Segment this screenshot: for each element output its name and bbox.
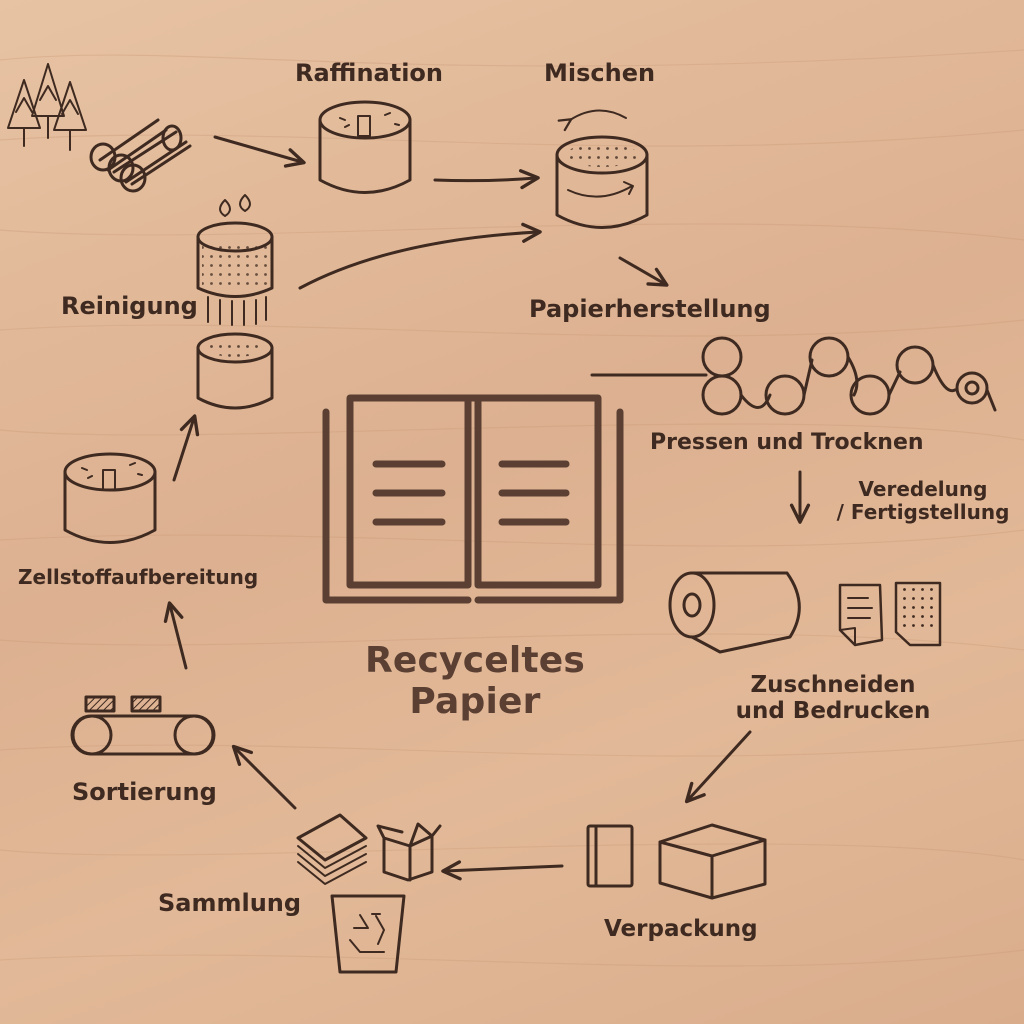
label-sammlung: Sammlung: [158, 889, 302, 917]
pulp-vat-icon: [196, 332, 274, 410]
logs-icon: [89, 118, 192, 193]
label-zellstoffaufbereitung: Zellstoffaufbereitung: [18, 565, 259, 589]
refining-vat-icon: [318, 100, 412, 194]
rollers-icon: [590, 336, 997, 416]
paper-roll-icon: [668, 571, 801, 654]
printed-sheets-icon: [838, 581, 942, 647]
label-sortierung: Sortierung: [72, 778, 217, 806]
cleaning-vat-icon: [196, 194, 274, 326]
pulp-vat-icon: [63, 452, 157, 544]
label-veredelung-line1: Veredelung: [858, 477, 988, 501]
label-zuschneiden-line2: und Bedrucken: [735, 698, 931, 725]
mixing-vat-icon: [555, 109, 649, 229]
box-icon: [658, 823, 767, 900]
flow-arrows: [163, 135, 811, 881]
trees-icon: [7, 63, 87, 151]
label-reinigung: Reinigung: [61, 292, 198, 320]
label-veredelung: Veredelung / Fertigstellung: [830, 478, 1016, 524]
label-zuschneiden: Zuschneiden und Bedrucken: [720, 672, 946, 725]
label-zuschneiden-line1: Zuschneiden: [750, 672, 916, 698]
paper-stack-icon: [296, 813, 368, 885]
label-verpackung: Verpackung: [604, 916, 758, 942]
label-veredelung-line2: / Fertigstellung: [836, 500, 1010, 524]
label-raffination: Raffination: [295, 59, 443, 87]
label-mischen: Mischen: [544, 59, 656, 87]
label-papierherstellung: Papierherstellung: [529, 295, 771, 323]
book-icon: [586, 824, 634, 888]
recycle-bin-icon: [330, 894, 406, 974]
label-pressen-trocknen: Pressen und Trocknen: [650, 430, 924, 455]
open-book-icon: [322, 394, 624, 604]
conveyor-icon: [70, 695, 216, 756]
center-title: Recyceltes Papier: [364, 640, 586, 722]
open-box-icon: [376, 822, 442, 882]
